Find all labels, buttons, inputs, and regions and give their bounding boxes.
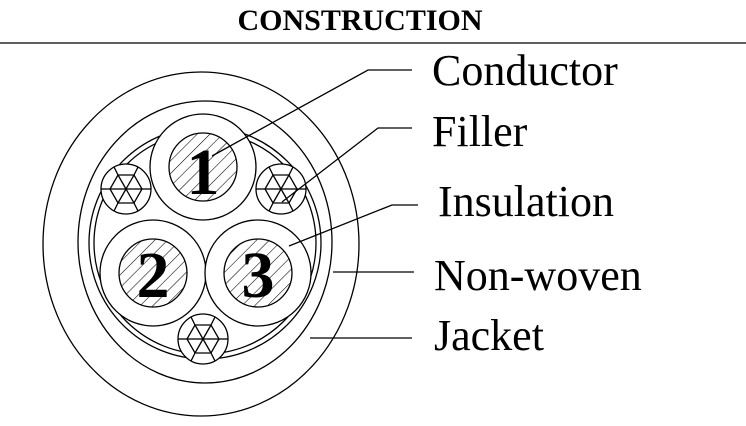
label-filler: Filler	[432, 107, 528, 156]
filler-bottom	[177, 313, 229, 365]
core-1-number: 1	[187, 136, 220, 209]
leader-filler	[281, 127, 412, 203]
core-2-conductor	[118, 238, 188, 308]
diagram-title: CONSTRUCTION	[237, 4, 482, 37]
filler-top-left	[100, 163, 152, 215]
label-jacket: Jacket	[434, 311, 544, 360]
core-1-conductor	[168, 132, 238, 202]
core-2: 2	[99, 219, 207, 327]
leader-insulation	[288, 204, 418, 247]
core-1: 1	[149, 113, 257, 221]
callout-labels: Conductor Filler Insulation Non-woven Ja…	[432, 46, 642, 360]
core-3: 3	[204, 219, 312, 327]
label-non-woven: Non-woven	[434, 251, 642, 300]
label-insulation: Insulation	[438, 177, 614, 226]
cable-cross-section: 1 2 3	[42, 71, 360, 417]
leader-lines	[211, 69, 418, 339]
core-3-conductor	[223, 238, 293, 308]
core-3-number: 3	[242, 239, 275, 312]
core-2-number: 2	[137, 239, 170, 312]
label-conductor: Conductor	[432, 46, 618, 95]
leader-conductor	[211, 69, 412, 157]
